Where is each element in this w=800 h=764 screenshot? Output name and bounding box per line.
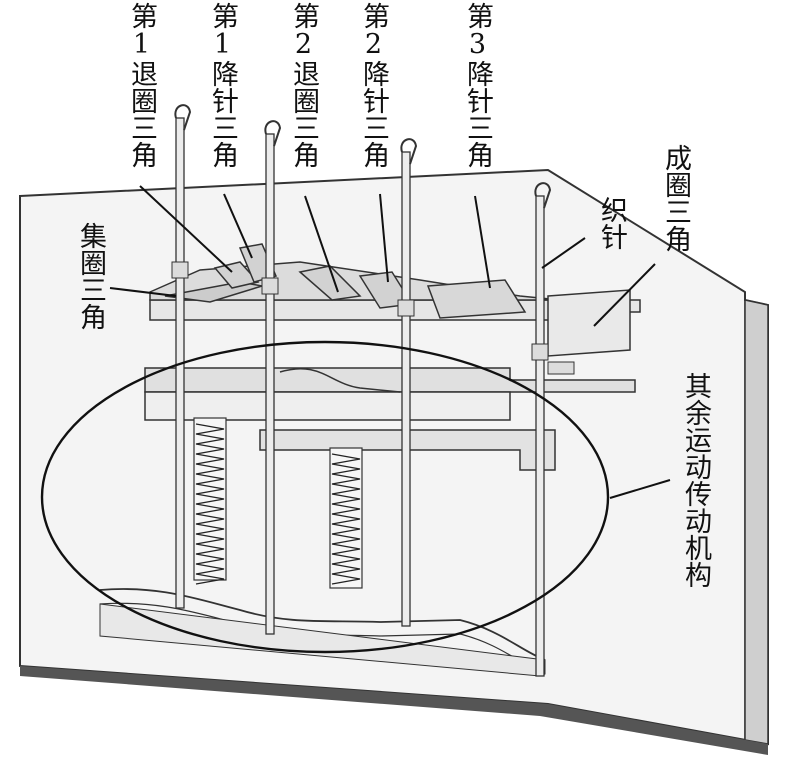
label-second-lower-cam: 第2降针三角 bbox=[358, 2, 389, 168]
needle-2 bbox=[261, 120, 282, 635]
middle-rail-front bbox=[144, 391, 511, 421]
spring-2 bbox=[329, 447, 363, 589]
label-forming-cam: 成圈三角 bbox=[660, 144, 691, 252]
cam-curve-mid bbox=[279, 367, 401, 393]
retract-cam-2 bbox=[298, 265, 362, 301]
leader-lines bbox=[109, 185, 671, 499]
label-second-retract-cam: 第2退圈三角 bbox=[288, 2, 319, 168]
label-first-lower-cam: 第1降针三角 bbox=[207, 2, 238, 168]
label-third-lower-cam: 第3降针三角 bbox=[462, 2, 493, 168]
other-mechanism-ellipse bbox=[40, 340, 610, 654]
forming-cam-block bbox=[547, 289, 631, 357]
lower-cam-3 bbox=[426, 279, 527, 319]
label-first-retract-cam: 第1退圈三角 bbox=[126, 2, 157, 168]
label-knitting-needle: 织针 bbox=[596, 196, 627, 250]
needle-3 bbox=[397, 138, 418, 627]
plate-side bbox=[744, 299, 769, 745]
label-gather-cam: 集圈三角 bbox=[75, 222, 106, 330]
spring-1 bbox=[193, 417, 227, 585]
bottom-cam-track bbox=[99, 588, 546, 661]
label-other-mechanisms: 其余运动传动机构 bbox=[680, 372, 711, 588]
needle-4 bbox=[531, 182, 575, 677]
plate-bottom-shadow bbox=[20, 666, 768, 755]
retract-cam-1 bbox=[213, 261, 260, 289]
